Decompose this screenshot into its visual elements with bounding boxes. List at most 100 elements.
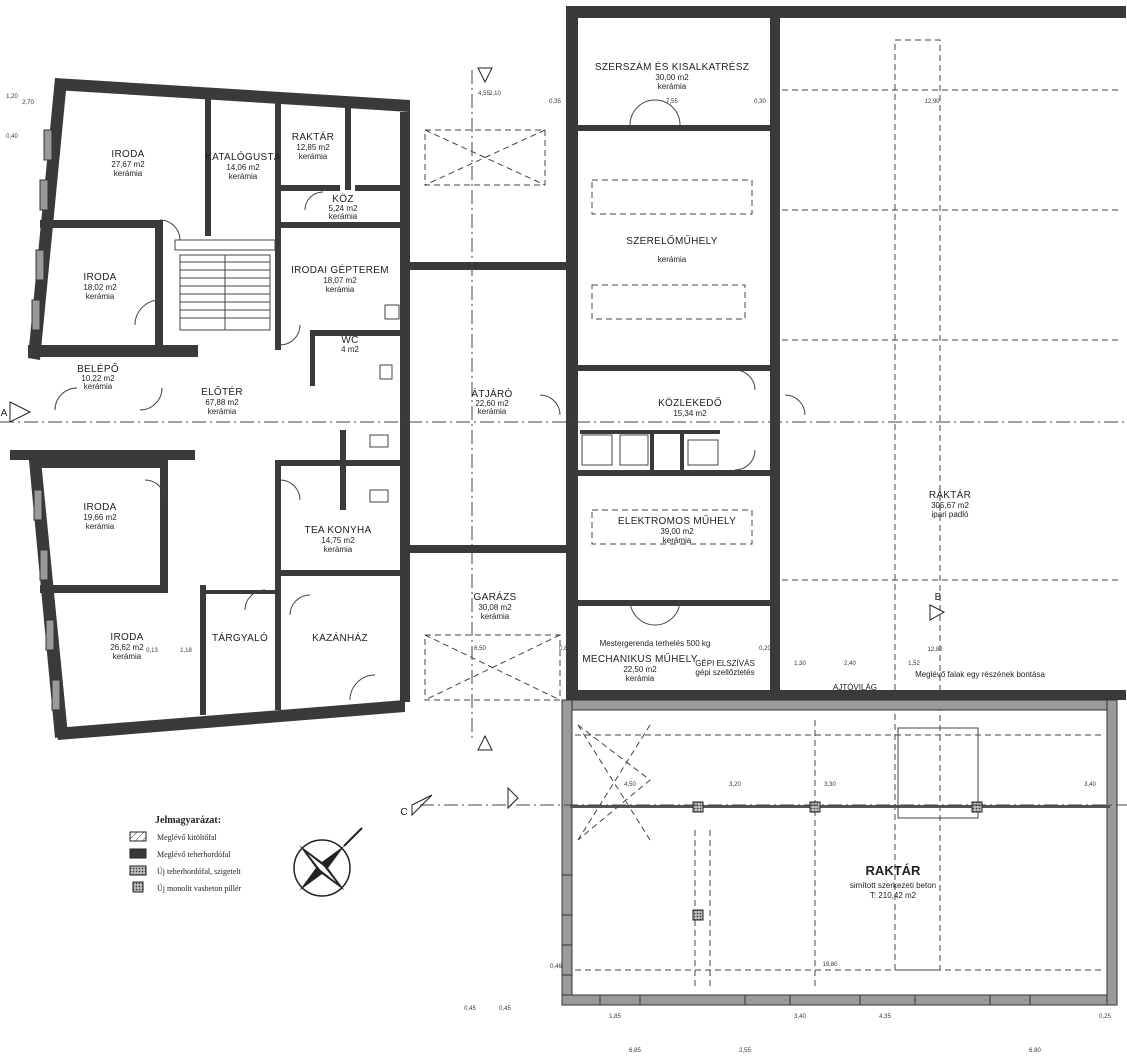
room-name-elektromos: ELEKTROMOS MŰHELY [618,513,736,527]
section-lines [0,67,1127,817]
room-finish-garazs: kerámia [481,612,510,621]
dim-label: 1,18 [180,648,192,654]
dim-label: 3,40 [794,1014,806,1020]
legend-swatch-hatch [129,831,147,842]
room-name-gepi-elszivas: GÉPI ELSZÍVÁS [695,659,755,668]
dim-label: 6,50 [474,646,486,652]
dim-label: 0,20 [759,646,771,652]
room-name-raktar-new: RAKTÁR [866,863,921,878]
room-finish-iroda-3: kerámia [86,522,115,531]
room-finish-tea-konyha: kerámia [324,545,353,554]
new-warehouse-wall-north [561,699,1118,711]
room-labels: IRODA 27,67 m2 kerámia KATALÓGUSTÁ 14,06… [77,60,1045,900]
office-belepo-wall [28,345,198,357]
dim-label: 1,30 [794,661,806,667]
room-area-irodai-gepterem: 18,07 m2 [323,276,357,285]
room-area-elektromos: 39,00 m2 [660,527,694,536]
room-name-iroda-1: IRODA [111,149,144,160]
room-name-mechanikus: MECHANIKUS MŰHELY [582,651,698,665]
staircase [174,239,276,331]
room-area-szerszam: 30,00 m2 [655,73,689,82]
room-area-wc: 4 m2 [341,345,359,354]
room-name-katalogusta: KATALÓGUSTÁ [205,150,281,163]
section-marker-c: C [400,807,407,818]
room-name-belepo: BELÉPŐ [77,361,119,375]
room-area-belepo: 10,22 m2 [81,374,115,383]
room-finish-szerszam: kerámia [658,82,687,91]
room-name-kazanhaz: KAZÁNHÁZ [312,631,368,644]
room-finish-iroda-4: kerámia [113,652,142,661]
room-area-atjaro: 22,60 m2 [475,399,509,408]
dim-label: 4,55 [478,91,490,97]
room-name-szerszam: SZERSZÁM ÉS KISALKATRÉSZ [595,60,749,73]
room-name-szerelomuhely: SZERELŐMŰHELY [626,233,718,247]
room-area-iroda-4: 26,62 m2 [110,643,144,652]
room-area-raktar-new: T: 210,42 m2 [870,891,917,900]
room-finish-gepi-elszivas: gépi szellőztetés [695,668,754,677]
room-area-mechanikus: 22,50 m2 [623,665,657,674]
room-finish-raktar-small: kerámia [299,152,328,161]
office-belepo-wall-s [10,450,195,460]
dim-label: 4,50 [624,782,636,788]
office-outer-wall-east [400,112,410,702]
room-finish-atjaro: kerámia [478,407,507,416]
office-outer-wall-north [55,78,410,112]
dim-label: 2,55 [739,1048,751,1054]
room-area-katalogusta: 14,06 m2 [226,163,260,172]
office-outer-wall-west-lower [28,450,68,738]
new-warehouse-wall-east [1106,699,1118,1006]
room-name-raktar-small: RAKTÁR [292,130,334,143]
room-area-eloter: 67,88 m2 [205,398,239,407]
room-area-raktar-big: 305,67 m2 [931,501,969,510]
room-finish-iroda-1: kerámia [114,169,143,178]
room-name-raktar-big: RAKTÁR [929,488,971,501]
dim-label: 2,70 [22,100,34,106]
note-mestergerenda: Mestergerenda terhelés 500 kg [600,639,711,648]
room-name-kozlekedo: KÖZLEKEDŐ [658,395,722,409]
section-markers: A B C [1,408,942,818]
dim-label: 0,46 [550,964,562,970]
office-outer-wall-south [55,700,405,740]
dim-label: 3,30 [824,782,836,788]
room-finish-iroda-2: kerámia [86,292,115,301]
room-area-tea-konyha: 14,75 m2 [321,536,355,545]
room-name-eloter: ELŐTÉR [201,384,243,398]
office-wing [10,78,410,740]
room-name-wc: WC [341,335,358,346]
dim-label: 1,52 [908,661,920,667]
dim-label: 0,45 [499,1006,511,1012]
dim-label: 0,13 [146,648,158,654]
room-finish-raktar-big: ipari padló [932,510,969,519]
room-finish-katalogusta: kerámia [229,172,258,181]
dim-label: 0,25 [1099,1014,1111,1020]
dim-label: 0,35 [549,99,561,105]
section-marker-b: B [935,592,942,603]
dim-label: 1,20 [6,94,18,100]
dim-label: 0,85 [559,646,571,652]
section-marker-a: A [1,408,8,419]
west-windows [31,129,61,711]
dimension-labels: 7,55 0,30 12,90 0,35 1,30 2,40 1,52 12,8… [6,91,1111,1054]
dim-label: 12,80 [927,647,943,653]
legend-title: Jelmagyarázat: [155,815,221,826]
dim-label: 2,40 [844,661,856,667]
room-name-iroda-4: IRODA [110,632,143,643]
workshop-wall-mid [770,12,780,702]
legend-swatch-mid [129,865,147,876]
room-name-garazs: GARÁZS [474,590,517,603]
dim-label: 12,90 [924,99,940,105]
dim-label: 19,80 [822,962,838,968]
dim-label: 6,80 [1029,1048,1041,1054]
note-ajtovilag: AJTÓVILÁG [833,683,877,692]
room-area-garazs: 30,08 m2 [478,603,512,612]
legend-swatch-pillar [132,881,144,893]
room-name-koz: KÖZ [332,193,353,205]
room-finish-raktar-new: simított szerkezeti beton [850,881,936,890]
new-warehouse-wall-south [561,994,1118,1006]
room-area-iroda-1: 27,67 m2 [111,160,145,169]
room-finish-koz: kerámia [329,212,358,221]
room-finish-szerelomuhely: kerámia [658,255,687,264]
office-outer-wall-west-upper [28,78,67,360]
room-name-iroda-3: IRODA [83,502,116,513]
